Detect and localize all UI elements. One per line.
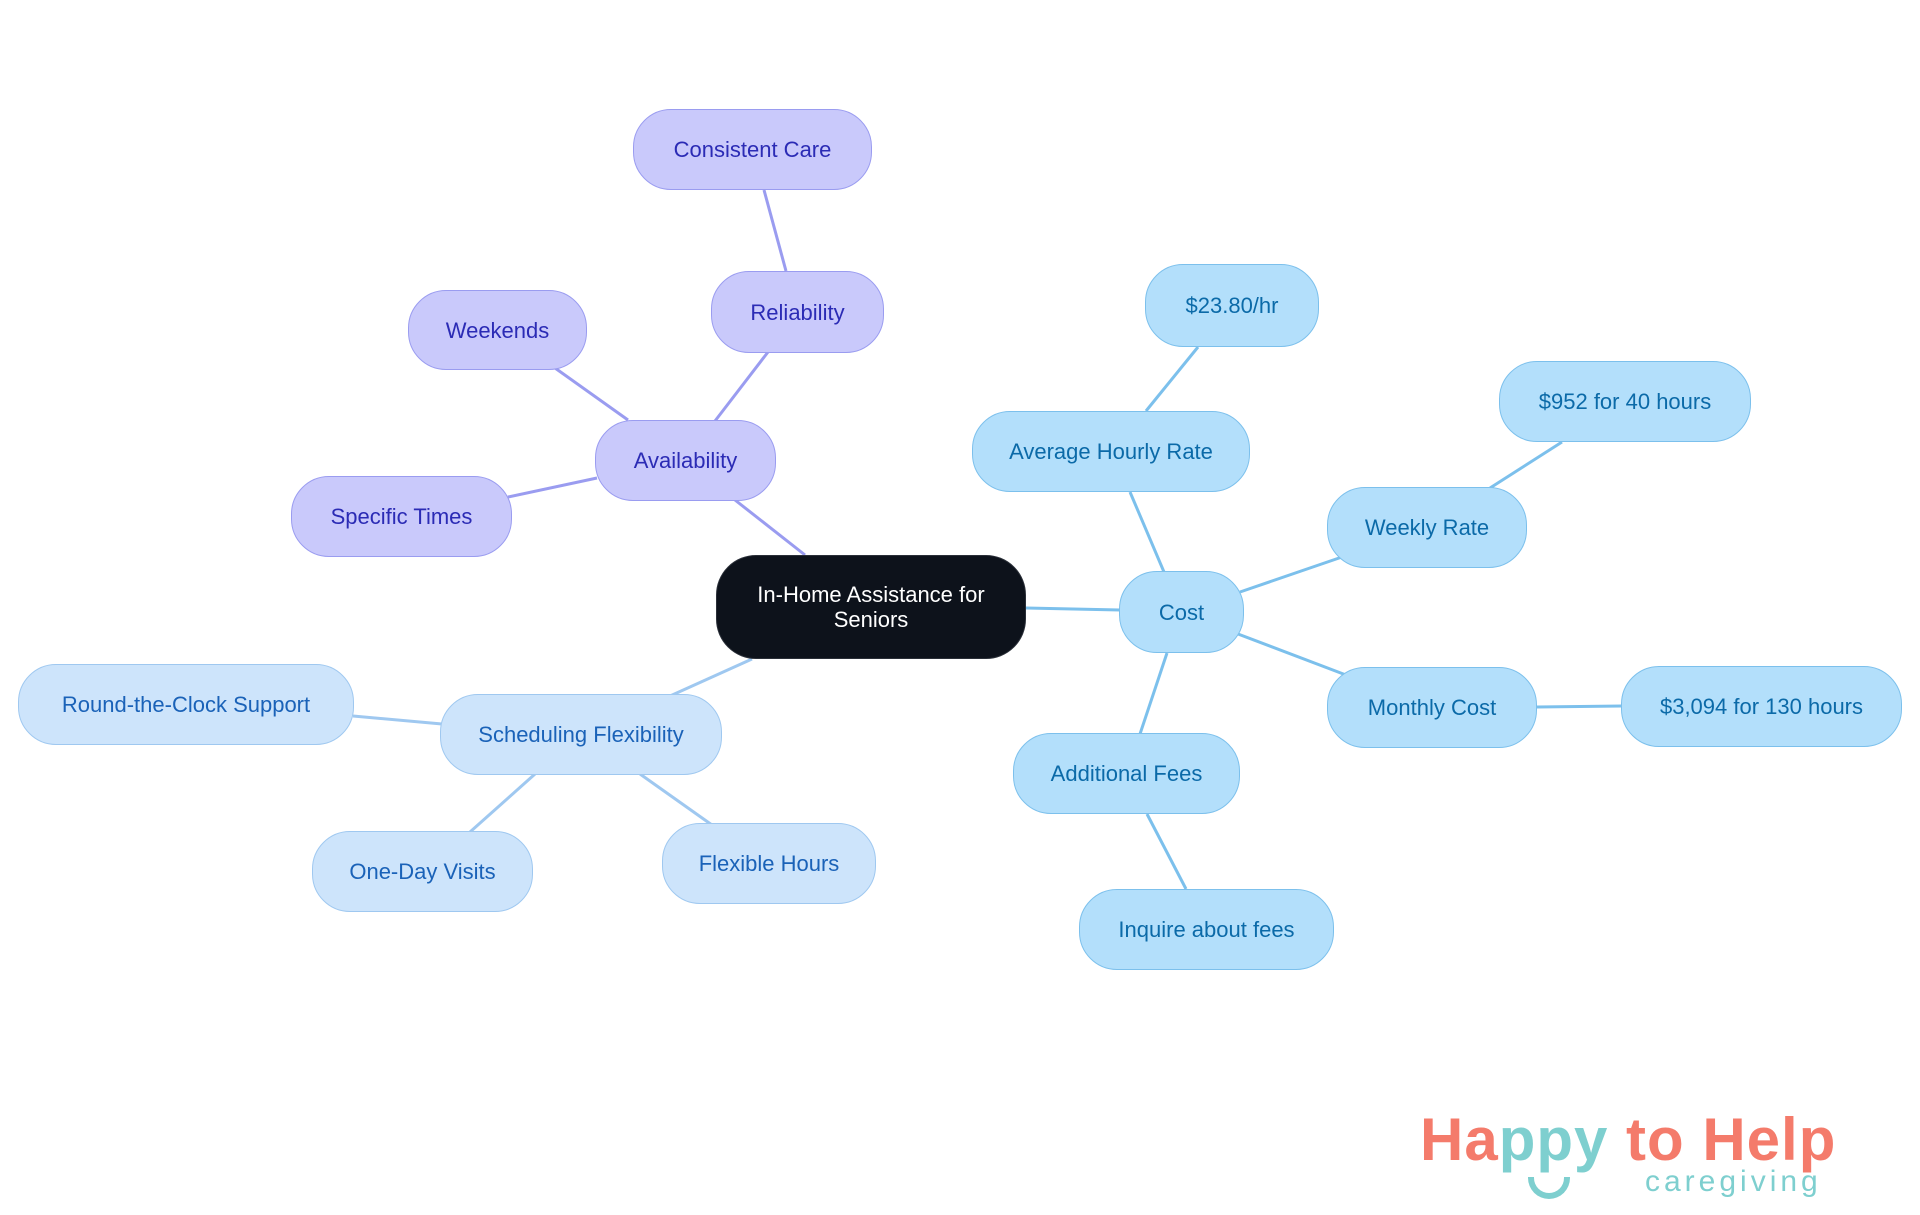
node-label: Average Hourly Rate [1009,439,1213,464]
smile-icon [1528,1177,1570,1199]
node-label: Scheduling Flexibility [478,722,684,747]
node-label: $23.80/hr [1185,293,1279,318]
logo-text-to-help: to Help [1608,1106,1837,1173]
node-label: Cost [1158,599,1205,625]
logo-text-ppy: ppy [1498,1106,1609,1173]
node-label: Availability [633,448,738,473]
node-monthly-cost[interactable]: Monthly Cost [1327,667,1537,748]
node-average-hourly-rate[interactable]: Average Hourly Rate [972,411,1250,492]
node-availability[interactable]: Availability [595,420,776,501]
node-label: Reliability [750,299,845,325]
node-label: Consistent Care [673,137,832,162]
node-cost[interactable]: Cost [1119,571,1244,653]
logo-text-ha: Ha [1420,1106,1499,1173]
node-flexible-hours[interactable]: Flexible Hours [662,823,876,904]
node-label: Weekly Rate [1364,515,1490,540]
node-label: Specific Times [330,504,473,529]
node-label: Inquire about fees [1118,917,1295,942]
node-label: $952 for 40 hours [1538,389,1712,414]
node-reliability[interactable]: Reliability [711,271,884,353]
node-weekends[interactable]: Weekends [408,290,587,370]
node-monthly-cost-value[interactable]: $3,094 for 130 hours [1621,666,1902,747]
node-additional-fees[interactable]: Additional Fees [1013,733,1240,814]
node-label: Monthly Cost [1367,695,1497,720]
logo-wordmark: Happy to Help [1420,1105,1836,1174]
node-consistent-care[interactable]: Consistent Care [633,109,872,190]
node-label: Flexible Hours [698,851,840,876]
node-scheduling-flexibility[interactable]: Scheduling Flexibility [440,694,722,775]
node-label: Round-the-Clock Support [61,692,311,717]
happy-to-help-logo: Happy to Help caregiving [1420,1105,1890,1205]
node-label: Weekends [445,317,550,343]
logo-tagline: caregiving [1645,1165,1822,1198]
root-label-line1: In-Home Assistance for [757,582,985,607]
node-inquire-about-fees[interactable]: Inquire about fees [1079,889,1334,970]
node-hourly-rate-value[interactable]: $23.80/hr [1145,264,1319,347]
node-round-the-clock-support[interactable]: Round-the-Clock Support [18,664,354,745]
root-label-line2: Seniors [833,607,909,632]
node-weekly-rate[interactable]: Weekly Rate [1327,487,1527,568]
node-label: One-Day Visits [349,859,496,884]
root-node[interactable]: In-Home Assistance for Seniors [716,555,1026,659]
node-weekly-rate-value[interactable]: $952 for 40 hours [1499,361,1751,442]
node-label: $3,094 for 130 hours [1659,694,1864,719]
node-one-day-visits[interactable]: One-Day Visits [312,831,533,912]
node-specific-times[interactable]: Specific Times [291,476,512,557]
node-label: Additional Fees [1050,761,1203,786]
